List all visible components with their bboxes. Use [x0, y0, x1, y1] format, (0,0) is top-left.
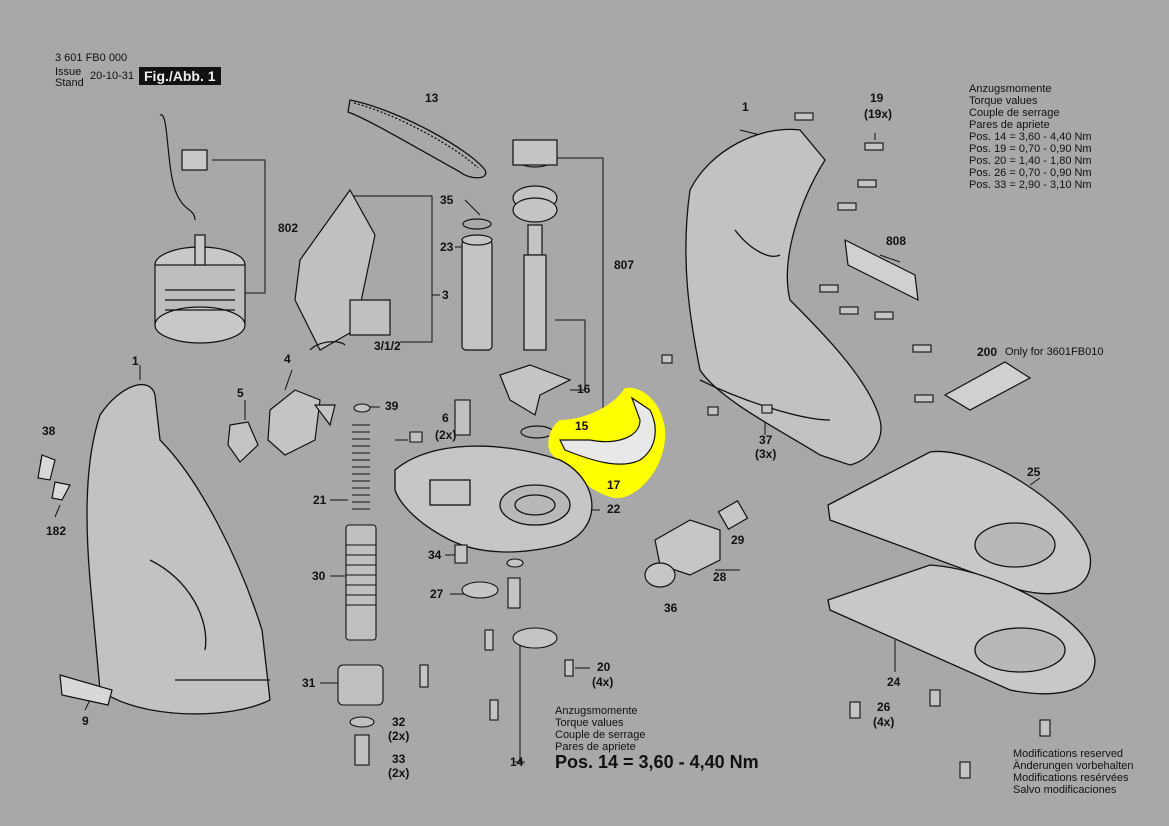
part-number: 3 601 FB0 000 [55, 52, 128, 64]
part-label-15: 15 [575, 419, 589, 433]
part-label-4: 4 [284, 352, 291, 366]
part-label-35: 35 [440, 193, 454, 207]
torque-line: Anzugsmomente [555, 705, 638, 717]
part-label-25: 25 [1027, 465, 1041, 479]
part-label-24: 24 [887, 675, 901, 689]
part-label-802: 802 [278, 221, 299, 235]
part-label-28: 28 [713, 570, 727, 584]
part-label-3: 3 [442, 288, 449, 302]
part-label-200: 200 [977, 345, 998, 359]
torque-line: Couple de serrage [969, 107, 1060, 119]
modifications-note: Modifications reserved Änderungen vorbeh… [1013, 748, 1133, 796]
part-label-20: 20 [597, 660, 611, 674]
torque-line: Couple de serrage [555, 729, 646, 741]
part-label-30: 30 [312, 569, 326, 583]
part-label-26: 26 [877, 700, 891, 714]
part-label-3-1-2: 3/1/2 [374, 339, 401, 353]
part-label-33: 33 [392, 752, 406, 766]
part-label-182: 182 [46, 524, 67, 538]
part-label-32: 32 [392, 715, 406, 729]
part-label-38: 38 [42, 424, 56, 438]
part-label-29: 29 [731, 533, 745, 547]
part-label-807: 807 [614, 258, 635, 272]
part-label-23: 23 [440, 240, 454, 254]
modifications-line: Änderungen vorbehalten [1013, 760, 1134, 772]
part-label-13: 13 [425, 91, 439, 105]
part-label-27: 27 [430, 587, 444, 601]
torque-line: Pares de apriete [969, 119, 1050, 131]
part-label-5: 5 [237, 386, 244, 400]
torque-line: Anzugsmomente [969, 83, 1052, 95]
modifications-line: Salvo modificaciones [1013, 784, 1117, 796]
torque-line: Pos. 14 = 3,60 - 4,40 Nm [969, 131, 1092, 143]
torque-line: Pos. 20 = 1,40 - 1,80 Nm [969, 155, 1092, 167]
part-label-21: 21 [313, 493, 327, 507]
torque-line: Pares de apriete [555, 741, 636, 753]
part-label-20-qty: (4x) [592, 675, 614, 689]
part-label-19-qty: (19x) [864, 107, 893, 121]
figure-label: Fig./Abb. 1 [139, 67, 221, 85]
torque-values-bottom: Anzugsmomente Torque values Couple de se… [555, 705, 646, 753]
part-label-1-left: 1 [132, 354, 139, 368]
part-label-808: 808 [886, 234, 907, 248]
torque-line: Pos. 26 = 0,70 - 0,90 Nm [969, 167, 1092, 179]
only-for-note: Only for 3601FB010 [1005, 346, 1104, 358]
part-label-16: 16 [577, 382, 591, 396]
part-label-1-right: 1 [742, 100, 749, 114]
part-label-6: 6 [442, 411, 449, 425]
torque-line: Pos. 19 = 0,70 - 0,90 Nm [969, 143, 1092, 155]
part-label-37: 37 [759, 433, 773, 447]
part-label-9: 9 [82, 714, 89, 728]
part-label-6-qty: (2x) [435, 428, 457, 442]
part-label-33-qty: (2x) [388, 766, 410, 780]
issue-date: 20-10-31 [90, 70, 135, 82]
part-label-26-qty: (4x) [873, 715, 895, 729]
part-label-14: 14 [510, 755, 524, 769]
part-label-19: 19 [870, 91, 884, 105]
highlighted-part-17 [548, 387, 666, 499]
torque-line: Torque values [969, 95, 1038, 107]
torque-line: Pos. 33 = 2,90 - 3,10 Nm [969, 179, 1092, 191]
modifications-line: Modifications resérvées [1013, 772, 1129, 784]
part-label-34: 34 [428, 548, 442, 562]
part-label-17: 17 [607, 478, 621, 492]
modifications-line: Modifications reserved [1013, 748, 1124, 760]
part-label-22: 22 [607, 502, 621, 516]
part-label-37-qty: (3x) [755, 447, 777, 461]
part-label-31: 31 [302, 676, 316, 690]
part-label-36: 36 [664, 601, 678, 615]
torque-line: Torque values [555, 717, 624, 729]
part-label-39: 39 [385, 399, 399, 413]
issue-label: Issue [55, 66, 82, 78]
torque-pos14: Pos. 14 = 3,60 - 4,40 Nm [555, 752, 759, 772]
part-label-32-qty: (2x) [388, 729, 410, 743]
stand-label: Stand [55, 77, 84, 89]
torque-values-top: Anzugsmomente Torque values Couple de se… [969, 83, 1092, 191]
